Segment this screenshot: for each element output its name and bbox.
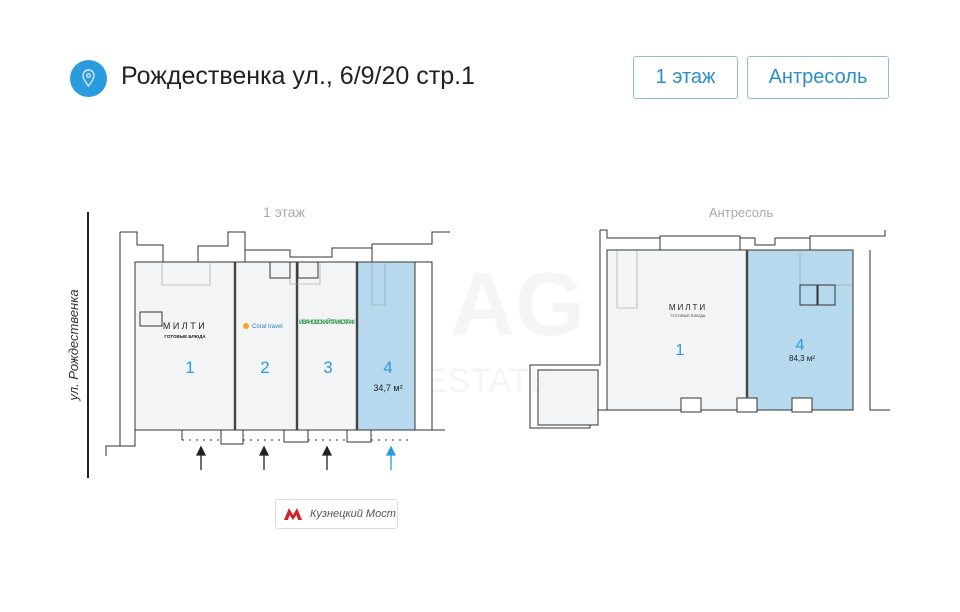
room-1-mezzanine[interactable] <box>606 249 748 411</box>
mezzanine-button[interactable]: Антресоль <box>747 56 889 99</box>
location-pin-icon <box>70 60 107 97</box>
room-number-3: 3 <box>323 358 332 377</box>
metro-station-name: Кузнецкий Мост <box>310 508 396 520</box>
address-title: Рождественка ул., 6/9/20 стр.1 <box>121 62 475 90</box>
room-area-4: 34,7 м² <box>373 383 402 393</box>
tenant-logo-milti-sub-mezzanine: ГОТОВЫЕ БЛЮДА <box>671 313 706 318</box>
watermark-text: ESTATE <box>425 362 552 400</box>
room-4-floor1[interactable] <box>356 261 416 431</box>
plan-title-mezzanine: Антресоль <box>709 205 773 220</box>
entrance-arrow-icon <box>195 445 207 470</box>
room-number-4: 4 <box>383 358 392 377</box>
tenant-logo-ivanovsky: ИВАНОВСКИЙ ТРИКОТАЖ <box>299 318 356 326</box>
room-number-4-mezzanine: 4 <box>796 337 805 354</box>
room-3-floor1[interactable] <box>296 261 358 431</box>
tenant-logo-milti-sub: ГОТОВЫЕ БЛЮДА <box>164 334 206 339</box>
room-number-1-mezzanine: 1 <box>676 342 685 359</box>
room-area-4-mezzanine: 84,3 м² <box>789 354 815 363</box>
room-2-floor1[interactable] <box>234 261 298 431</box>
room-number-1: 1 <box>185 358 194 377</box>
tenant-logo-milti: МИЛТИ <box>163 321 207 331</box>
tenant-logo-milti-mezzanine: МИЛТИ <box>669 303 707 312</box>
entrance-arrow-icon <box>385 445 397 470</box>
street-label: ул. Рождественка <box>66 289 81 401</box>
tenant-logo-coral: Coral travel <box>252 324 283 330</box>
room-1-floor1[interactable] <box>134 261 236 431</box>
room-number-2: 2 <box>260 358 269 377</box>
metro-station-badge: Кузнецкий Мост <box>275 499 398 529</box>
floor-1-button[interactable]: 1 этаж <box>633 56 738 99</box>
coral-logo-icon <box>243 323 249 329</box>
plan-title-floor1: 1 этаж <box>263 204 306 220</box>
entrance-arrow-icon <box>258 445 270 470</box>
metro-m-icon <box>284 508 302 520</box>
entrance-arrow-icon <box>321 445 333 470</box>
